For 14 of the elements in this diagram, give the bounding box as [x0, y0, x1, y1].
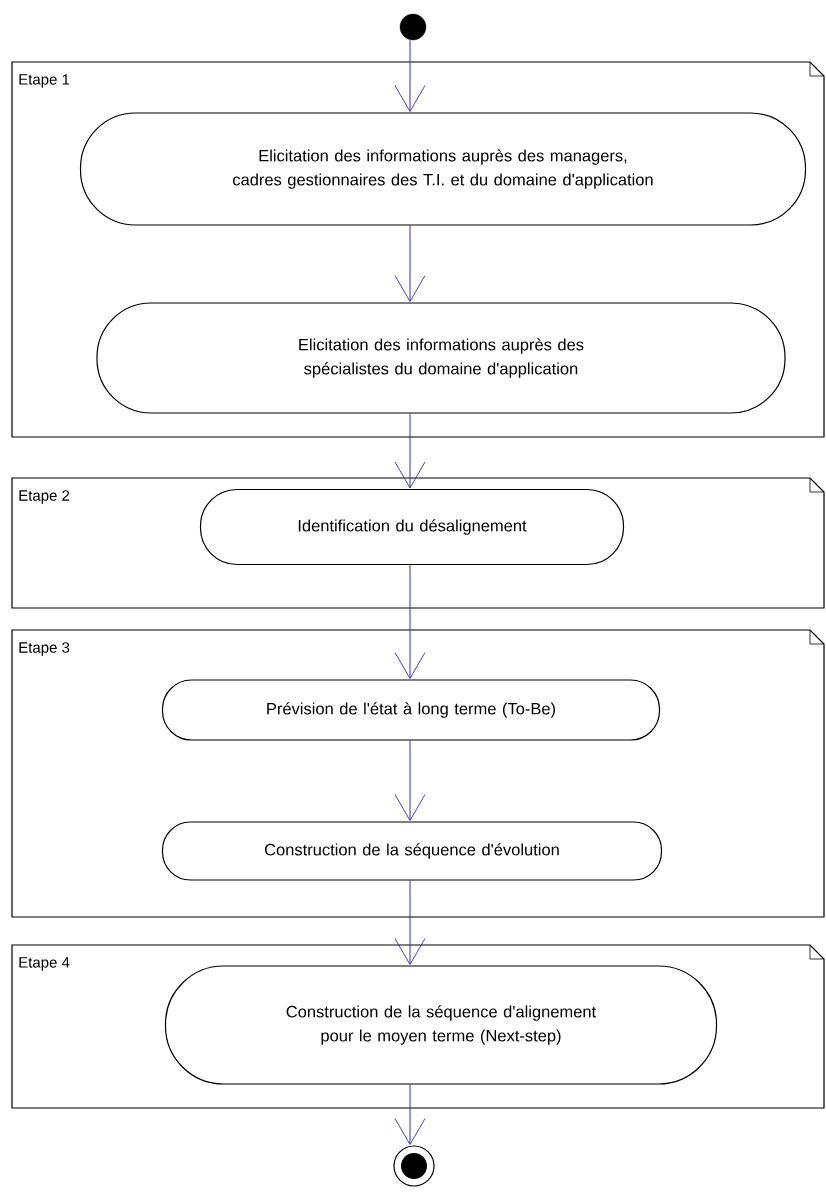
arrow [394, 880, 426, 965]
arrow [394, 564, 426, 679]
arrow [394, 225, 426, 302]
activity-box: Construction de la séquence d'alignement pour le moyen terme (Next-step) [164, 965, 718, 1085]
arrow [394, 740, 426, 821]
arrow [394, 39, 426, 112]
arrow [394, 413, 426, 489]
activity-box: Elicitation des informations auprès des managers, cadres gestionnaires des T.I. et du domaine d'application [79, 112, 807, 226]
activity-box: Identification du désalignement [199, 488, 625, 566]
activity-box: Prévision de l'état à long terme (To-Be) [161, 679, 661, 741]
final-node [393, 1145, 435, 1187]
initial-node [399, 13, 427, 41]
activity-box: Construction de la séquence d'évolution [161, 821, 663, 881]
activity-box: Elicitation des informations auprès des spécialistes du domaine d'application [96, 302, 786, 414]
